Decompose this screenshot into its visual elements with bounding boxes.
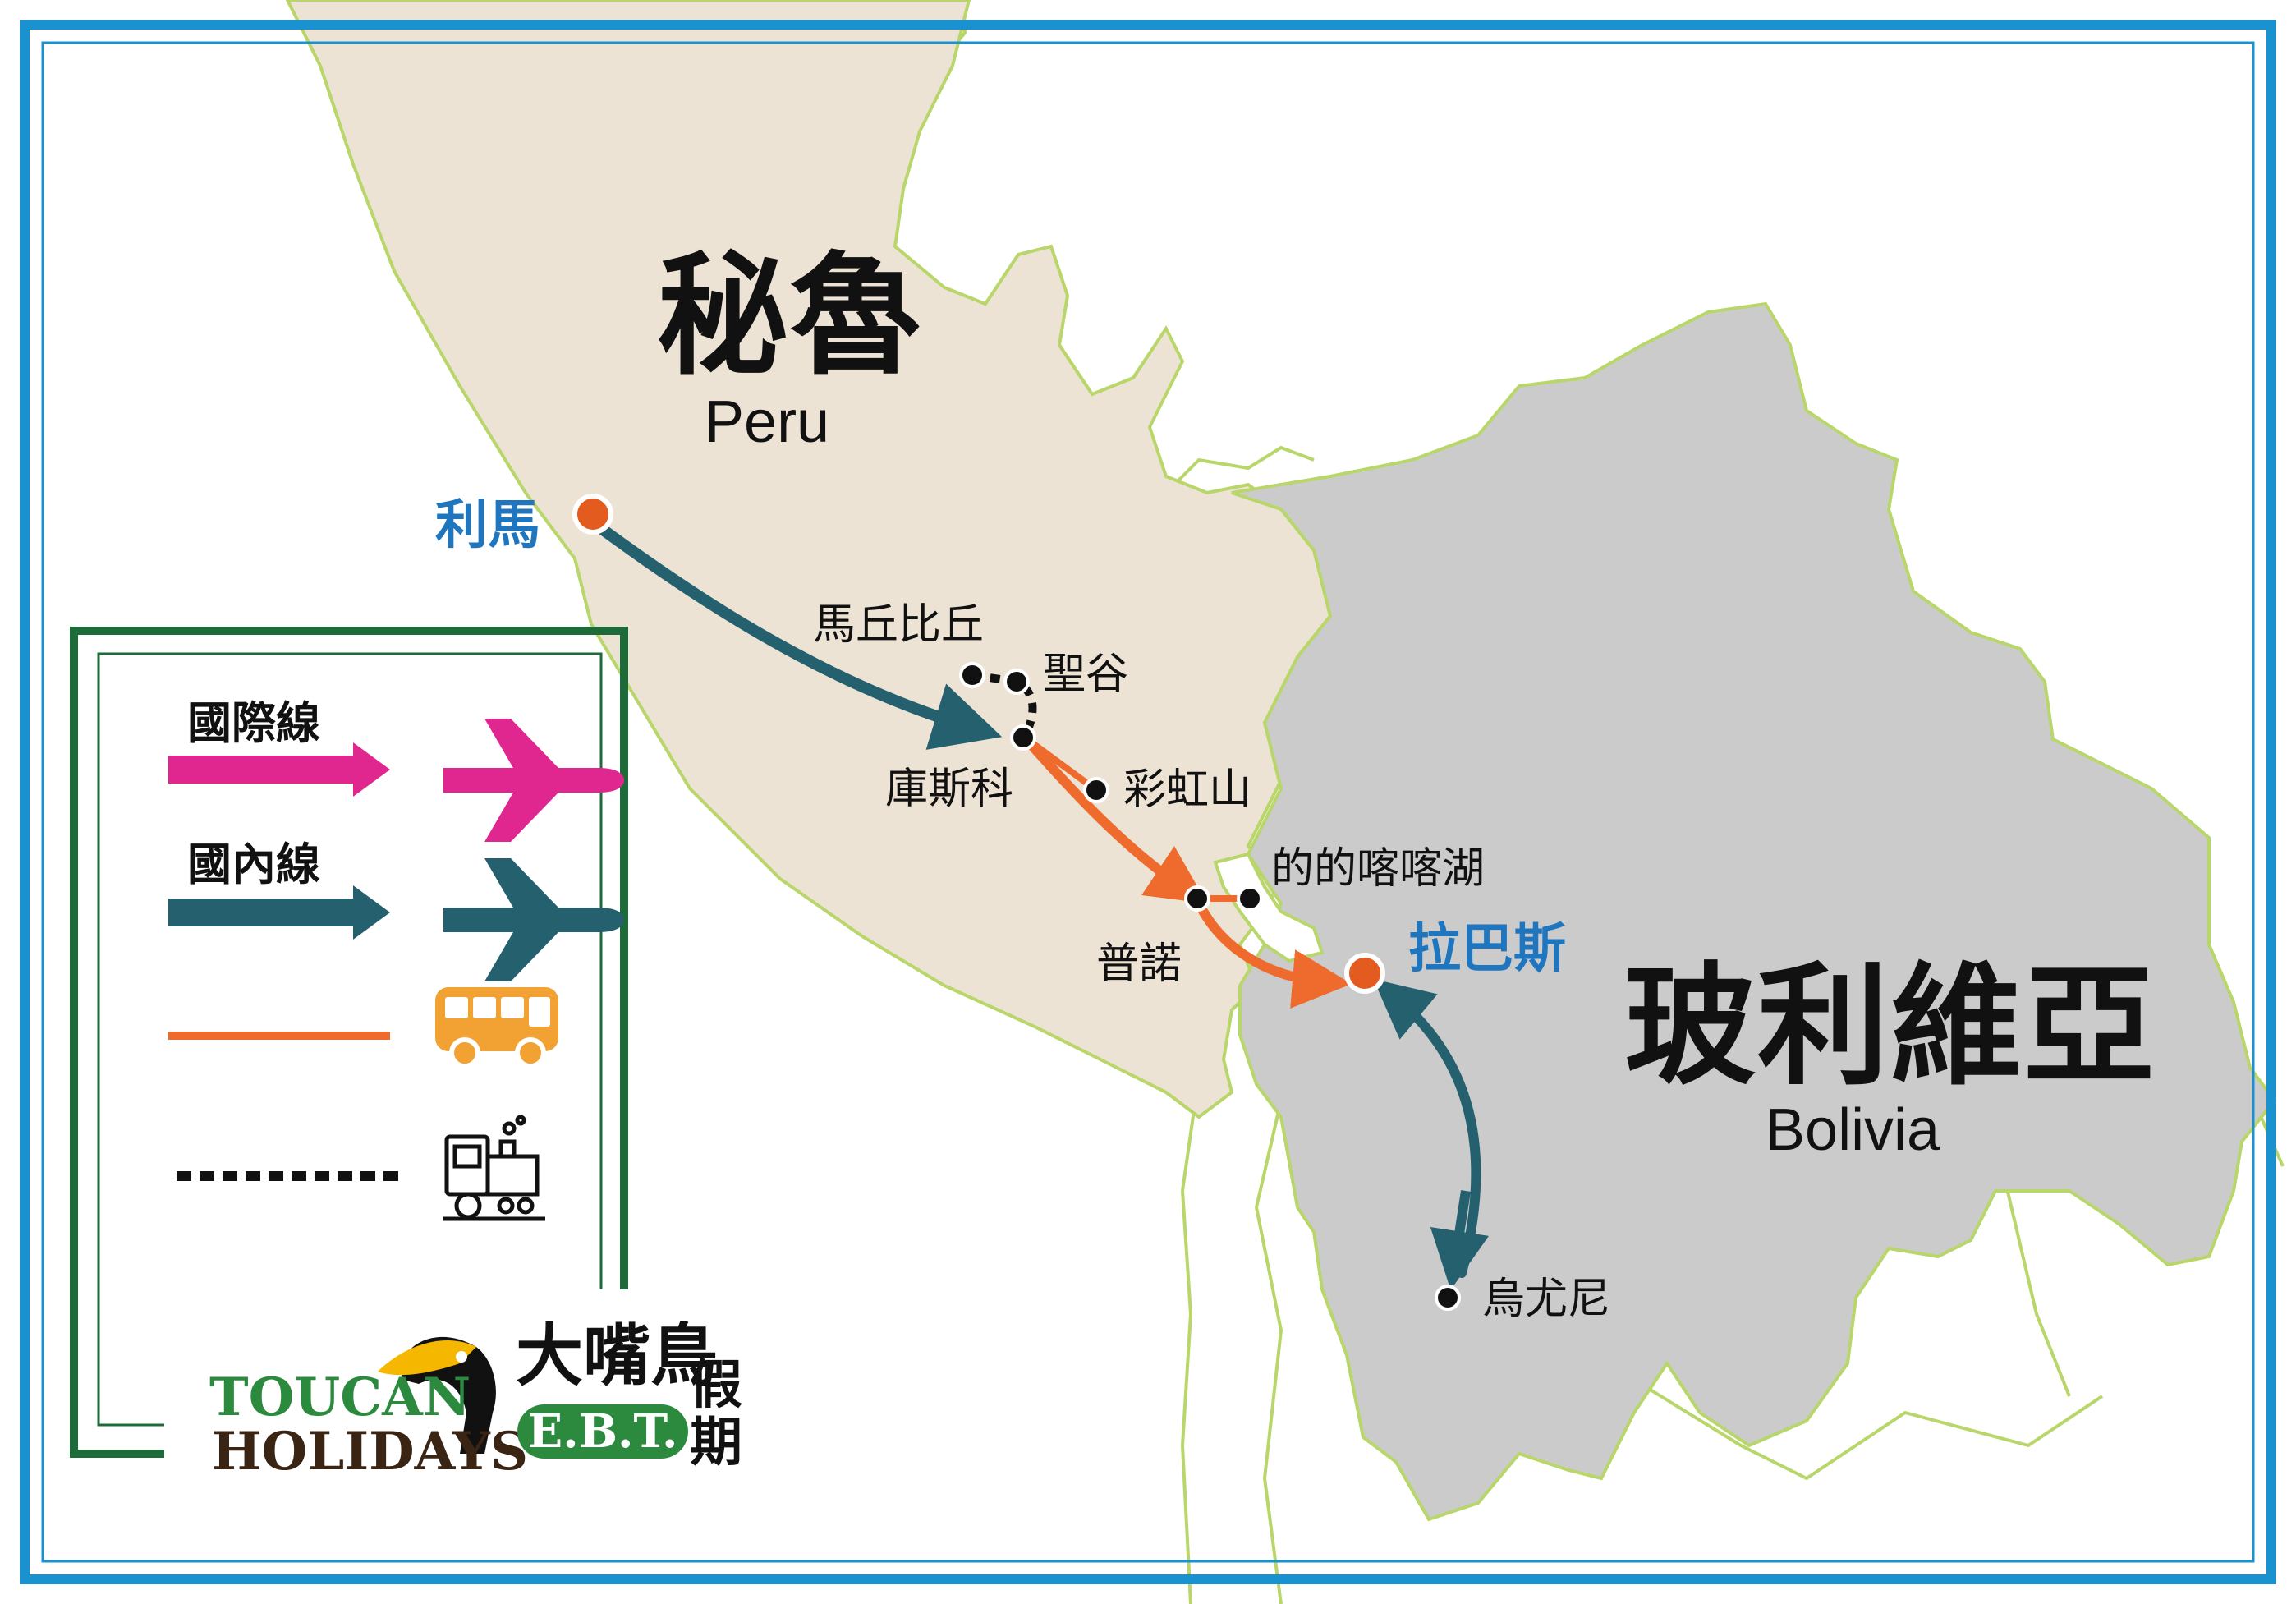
inner-frame	[41, 41, 2255, 1563]
city-label-lima: 利馬	[435, 495, 540, 556]
city-label-uyuni: 烏尤尼	[1482, 1275, 1611, 1324]
legend-international-arrow	[168, 742, 390, 797]
route-cusco-puno-bus	[1022, 734, 1207, 903]
logo-holidays-text: HOLIDAYS	[212, 1421, 529, 1482]
train-icon	[443, 1115, 545, 1221]
city-label-machu-picchu: 馬丘比丘	[813, 600, 985, 650]
peru-territory	[285, 0, 1333, 1119]
legend-bus-line	[168, 1032, 390, 1040]
route-lapaz-uyuni-arrow	[1430, 1190, 1490, 1290]
titicaca-marker	[1237, 885, 1263, 912]
route-lima-cusco-flight	[587, 517, 1003, 750]
bolivia-territory	[1231, 301, 2277, 1522]
route-puno-lapaz-bus	[1194, 899, 1352, 1009]
legend-international-label: 國際線	[187, 697, 320, 749]
outer-frame	[20, 20, 2276, 1584]
bus-icon	[435, 987, 558, 1069]
sacred-valley-marker	[1003, 669, 1030, 695]
city-label-la-paz: 拉巴斯	[1408, 919, 1566, 980]
legend-outer-border	[70, 627, 628, 1458]
city-label-lake-titicaca: 的的喀喀湖	[1271, 844, 1486, 894]
city-label-cusco: 庫斯科	[885, 765, 1014, 814]
toucan-logo-bird-icon	[378, 1336, 496, 1454]
logo-toucan-text: TOUCAN	[209, 1367, 471, 1428]
plane-icon	[443, 719, 624, 842]
logo-suffix-2: 期	[690, 1412, 742, 1473]
city-label-puno: 普諾	[1096, 940, 1182, 989]
peru-name-zh: 秘魯	[657, 239, 924, 393]
lapaz-marker	[1344, 953, 1385, 994]
logo-suffix-1: 假	[690, 1354, 742, 1416]
puno-marker	[1184, 885, 1210, 912]
lima-marker	[572, 494, 613, 535]
bolivia-name-zh: 玻利維亞	[1624, 949, 2157, 1103]
route-uyuni-lapaz-flight	[1373, 978, 1481, 1278]
legend-background-bottom	[102, 1289, 164, 1422]
city-label-sacred-valley: 聖谷	[1043, 650, 1129, 699]
legend-domestic-arrow	[168, 885, 390, 940]
legend-inner-border	[97, 652, 603, 1427]
city-markers	[572, 494, 1461, 1311]
city-label-rainbow-mountain: 彩虹山	[1123, 765, 1252, 815]
plane-icon	[443, 858, 624, 981]
bolivia-name-en: Bolivia	[1766, 1097, 1940, 1163]
route-cusco-rainbow-bus	[1022, 734, 1100, 793]
machu-picchu-marker	[959, 662, 985, 688]
logo-ebt-badge: E.B.T.	[517, 1404, 688, 1459]
peru-name-en: Peru	[705, 389, 830, 455]
rainbow-mountain-marker	[1083, 777, 1109, 803]
cusco-marker	[1010, 724, 1036, 751]
logo-brand-zh: 大嘴鳥	[516, 1317, 719, 1395]
legend-domestic-label: 國內線	[187, 839, 320, 890]
uyuni-marker	[1435, 1285, 1461, 1311]
